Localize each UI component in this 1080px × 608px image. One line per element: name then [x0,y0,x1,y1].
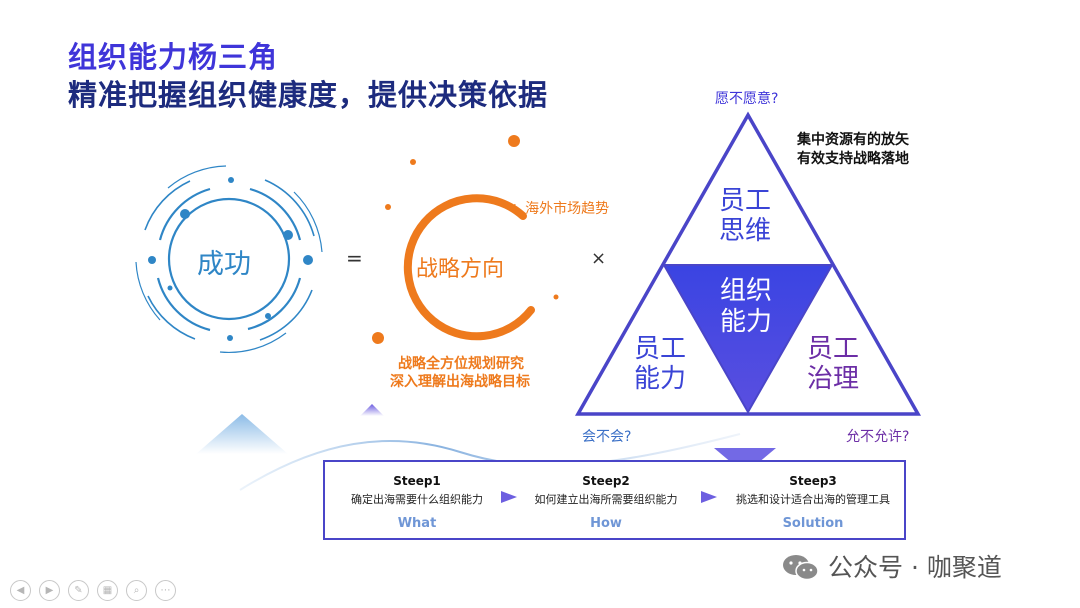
employee-governance-line1: 员工 [807,334,859,364]
step-desc: 如何建立出海所需要组织能力 [516,491,696,507]
org-capability-line1: 组织 [720,276,772,307]
pen-icon[interactable]: ✎ [68,580,89,601]
equals-sign: = [346,246,363,270]
step-key: What [327,516,507,531]
step-desc: 挑选和设计适合出海的管理工具 [723,491,903,507]
zoom-icon[interactable]: ⌕ [126,580,147,601]
step-title: Steep2 [516,474,696,488]
employee-mindset-line1: 员工 [719,186,771,216]
step-desc: 确定出海需要什么组织能力 [327,491,507,507]
employee-mindset-line2: 思维 [719,216,771,246]
question-willing: 愿不愿意? [715,88,778,108]
strategy-circle [372,135,559,344]
employee-mindset-label: 员工 思维 [719,186,771,246]
step-1: Steep1 确定出海需要什么组织能力 What [327,474,507,531]
triangle-note-2: 有效支持战略落地 [797,148,909,168]
step-3: Steep3 挑选和设计适合出海的管理工具 Solution [723,474,903,531]
step-key: Solution [723,516,903,531]
prev-icon[interactable]: ◀ [10,580,31,601]
strategy-label: 战略方向 [416,251,504,283]
step-key: How [516,516,696,531]
triangle-note-1: 集中资源有的放矢 [797,129,909,149]
employee-ability-label: 员工 能力 [634,334,686,394]
steps-panel: Steep1 确定出海需要什么组织能力 What Steep2 如何建立出海所需… [323,460,906,540]
times-sign: × [591,248,606,269]
step-title: Steep1 [327,474,507,488]
step-arrow-icon [501,491,517,503]
strategy-note-2: 深入理解出海战略目标 [390,371,530,391]
step-title: Steep3 [723,474,903,488]
more-icon[interactable]: ⋯ [155,580,176,601]
next-icon[interactable]: ▶ [39,580,60,601]
wechat-icon [781,553,821,583]
watermark-text: 公众号 · 咖聚道 [828,548,1002,584]
employee-ability-line1: 员工 [634,334,686,364]
employee-governance-line2: 治理 [807,364,859,394]
question-allowed: 允不允许? [846,426,909,446]
question-able: 会不会? [582,426,631,446]
org-capability-line2: 能力 [720,307,772,338]
employee-ability-line2: 能力 [634,364,686,394]
step-2: Steep2 如何建立出海所需要组织能力 How [516,474,696,531]
overseas-trend-label: + 海外市场趋势 [509,198,609,218]
strategy-note-1: 战略全方位规划研究 [398,353,524,373]
org-capability-label: 组织 能力 [720,276,772,338]
slides-icon[interactable]: ▦ [97,580,118,601]
success-label: 成功 [197,242,251,281]
employee-governance-label: 员工 治理 [807,334,859,394]
step-arrow-icon [701,491,717,503]
